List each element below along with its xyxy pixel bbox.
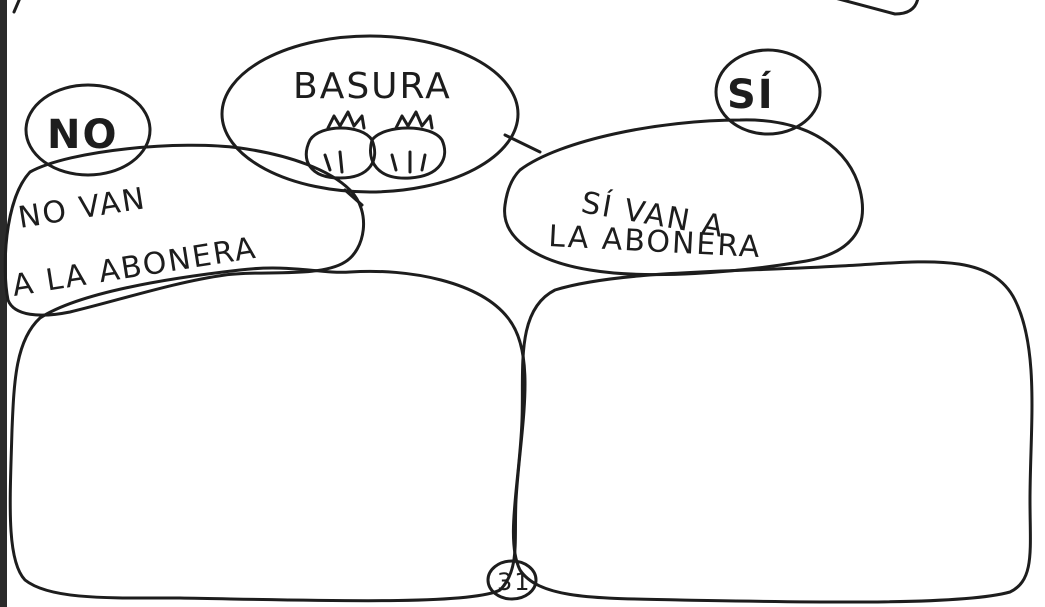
si-badge-circle [714,48,822,136]
center-basura-bubble [220,34,520,194]
right-heading-bubble [503,118,864,277]
right-heading-line2: LA ABONERA [548,219,763,265]
si-badge-label: SÍ [727,70,775,118]
left-heading-line1: NO VAN [16,181,149,236]
top-left-stroke [12,0,21,14]
top-right-box-corner [836,0,920,16]
left-heading-bubble [3,143,366,317]
page-number: 31 [497,568,532,596]
no-badge-label: NO [47,112,118,158]
page-edge [0,0,7,607]
page-number-circle [486,559,538,601]
no-badge-circle [24,83,152,177]
left-answer-bubble [8,266,527,603]
garbage-bags-icon [304,110,447,180]
center-label: BASURA [293,66,452,107]
right-answer-bubble [511,260,1034,604]
left-heading-line2: A LA ABONERA [10,231,260,304]
